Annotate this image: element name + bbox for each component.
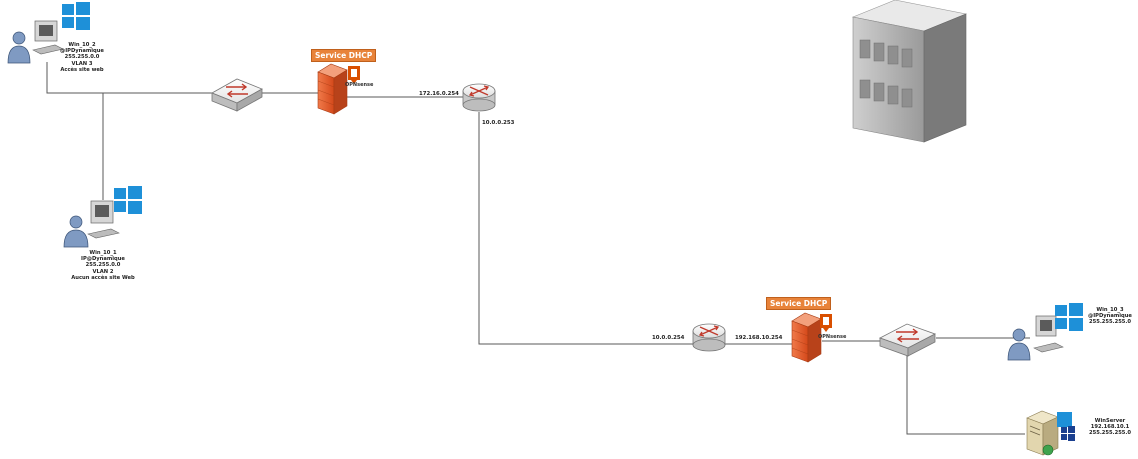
host-mask: 255.255.255.0	[1088, 319, 1132, 325]
host-access: Accès site web	[52, 67, 112, 73]
workstation-win10-1-icon	[64, 201, 119, 247]
firewall-1-icon	[318, 64, 347, 114]
building-icon	[853, 0, 966, 142]
windows-logo-win10-3-icon	[1055, 303, 1083, 331]
host-access: Aucun accès site Web	[66, 275, 140, 281]
windows-logo-winserver-icon	[1057, 412, 1075, 441]
ip-label-router2-left: 10.0.0.254	[652, 335, 684, 341]
link-switch2-winserver	[907, 352, 1025, 434]
switch-1-icon	[212, 79, 262, 111]
dhcp-service-badge-1: Service DHCP	[311, 49, 376, 62]
host-label-win10-3: Win_10_3 @IPDynamique 255.255.255.0	[1088, 307, 1132, 326]
opnsense-wordmark-2: OPNsense	[818, 334, 846, 340]
link-router1-router2	[479, 112, 695, 344]
firewall-2-icon	[792, 313, 821, 362]
windows-logo-win10-2-icon	[62, 2, 90, 30]
dhcp-service-badge-2: Service DHCP	[766, 297, 831, 310]
ip-label-fw1-router1: 172.16.0.254	[419, 91, 459, 97]
ip-label-router2-right: 192.168.10.254	[735, 335, 782, 341]
switch-2-icon	[880, 324, 935, 356]
server-winserver-icon	[1027, 411, 1058, 455]
windows-logo-win10-1-icon	[114, 186, 142, 214]
host-label-win10-1: Win_10_1 IP@Dynamique 255.255.0.0 VLAN 2…	[66, 250, 140, 281]
ip-label-router1-down: 10.0.0.253	[482, 120, 514, 126]
workstation-win10-3-icon	[1008, 316, 1063, 360]
host-label-win10-2: Win_10_2 @IPDynamique 255.255.0.0 VLAN 3…	[52, 42, 112, 73]
host-label-winserver: WinServer 192.168.10.1 255.255.255.0	[1088, 418, 1132, 437]
router-1-icon	[463, 84, 495, 111]
opnsense-wordmark-1: OPNsense	[345, 82, 373, 88]
opnsense-logo-2-icon	[820, 314, 832, 332]
host-mask: 255.255.255.0	[1088, 430, 1132, 436]
router-2-icon	[693, 324, 725, 351]
